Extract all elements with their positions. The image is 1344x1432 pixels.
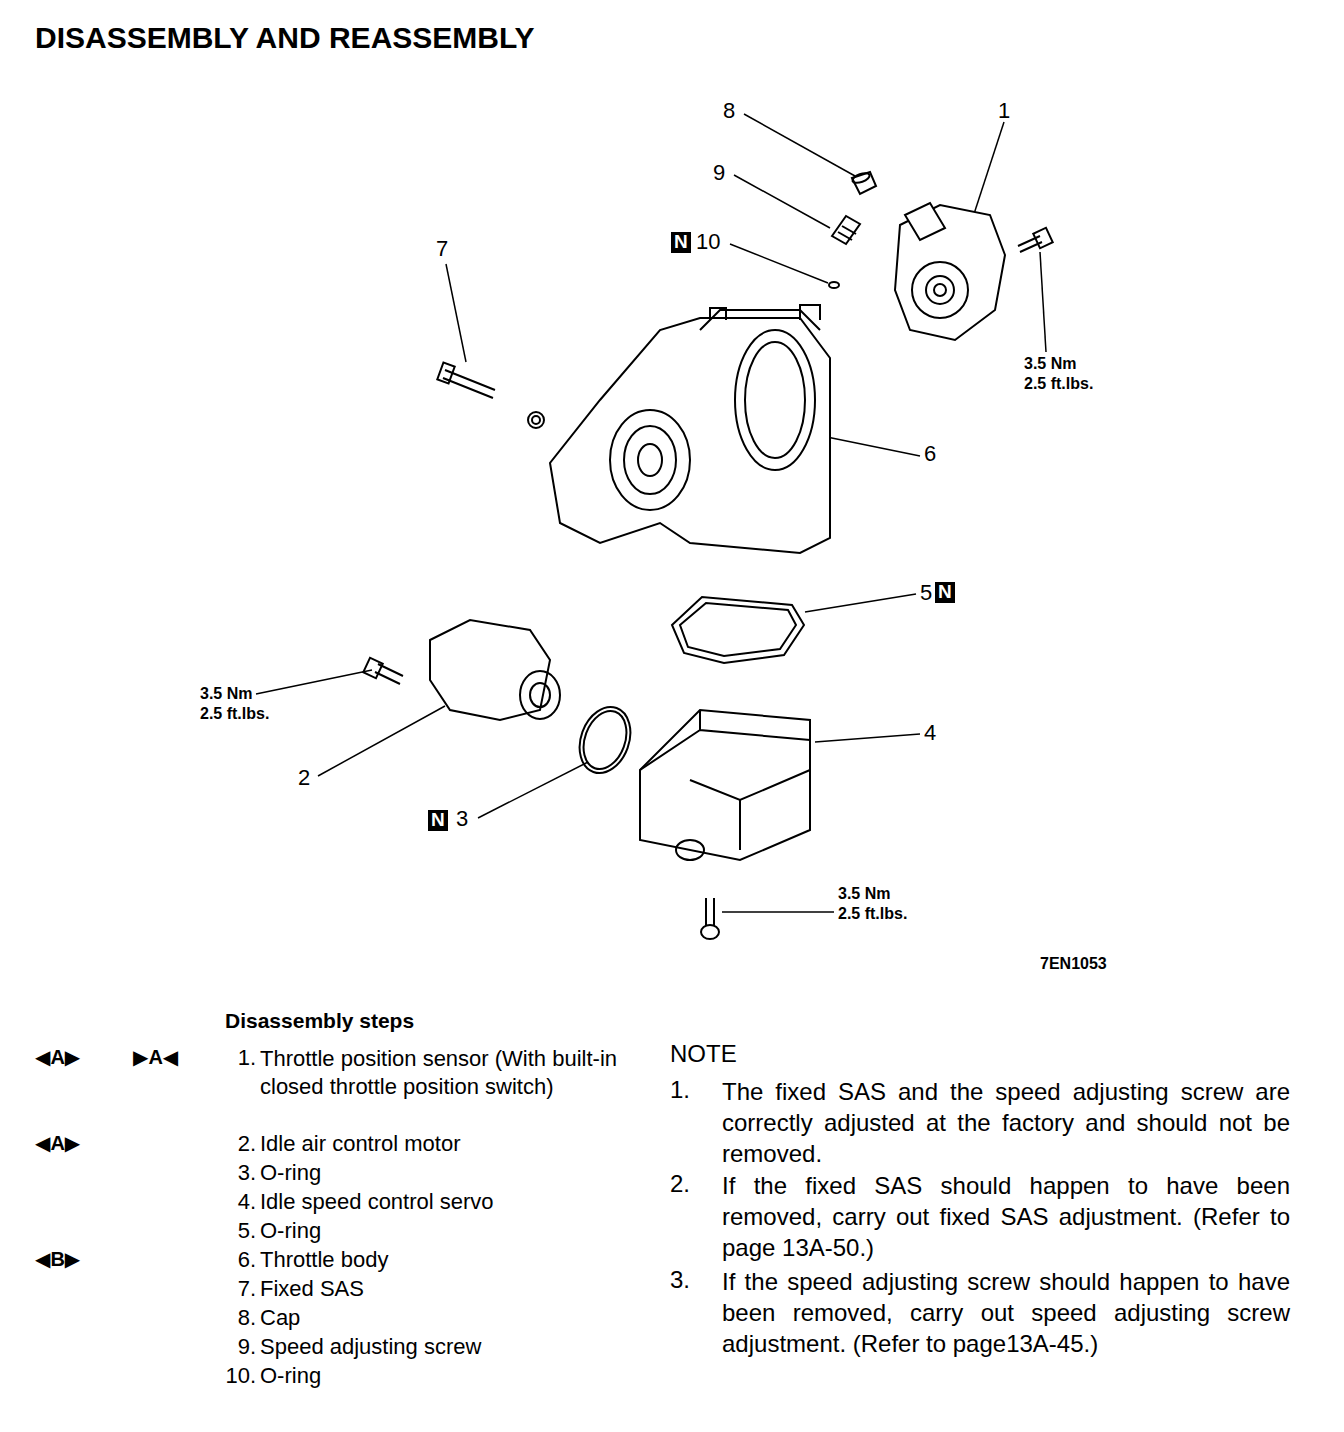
step-number: 9. [218, 1334, 256, 1360]
callout-number: 4 [924, 720, 936, 746]
step-number: 3. [218, 1160, 256, 1186]
step-text: O-ring [260, 1160, 321, 1186]
step-text: Throttle body [260, 1247, 388, 1273]
callout-number: 1 [998, 98, 1010, 124]
step-number: 4. [218, 1189, 256, 1215]
service-mark: ◀A▶ [35, 1131, 80, 1155]
new-part-mark: N [935, 582, 955, 603]
note-number: 1. [670, 1076, 690, 1105]
o-ring [571, 700, 639, 780]
step-number: 2. [218, 1131, 256, 1157]
step-text: O-ring [260, 1218, 321, 1244]
service-mark: ▶A◀ [133, 1045, 178, 1069]
bolt [363, 658, 403, 684]
step-text: Cap [260, 1305, 300, 1331]
page-title: DISASSEMBLY AND REASSEMBLY [35, 20, 535, 56]
note-text: If the speed adjusting screw should happ… [722, 1266, 1290, 1360]
list-heading: Disassembly steps [225, 1008, 414, 1033]
step-number: 5. [218, 1218, 256, 1244]
note-number: 3. [670, 1266, 690, 1295]
note-text: The fixed SAS and the speed adjusting sc… [722, 1076, 1290, 1170]
callout-number: 6 [924, 441, 936, 467]
torque-value: 2.5 ft.lbs. [200, 704, 269, 723]
o-ring [829, 282, 839, 288]
note-heading: NOTE [670, 1040, 737, 1069]
cap [851, 171, 876, 194]
step-text: Idle speed control servo [260, 1189, 494, 1215]
throttle-position-sensor [895, 203, 1005, 340]
note-text: If the fixed SAS should happen to have b… [722, 1170, 1290, 1264]
speed-adjusting-screw [832, 216, 860, 244]
torque-value: 3.5 Nm [1024, 354, 1076, 373]
step-text: O-ring [260, 1363, 321, 1389]
new-part-mark: N [428, 810, 448, 831]
torque-value: 3.5 Nm [200, 684, 252, 703]
callout-number: 9 [713, 160, 725, 186]
service-mark: ◀B▶ [35, 1247, 80, 1271]
torque-value: 2.5 ft.lbs. [838, 904, 907, 923]
step-text: Throttle position sensor (With built-in … [260, 1045, 632, 1101]
callout-number: 5 [920, 580, 932, 606]
figure-code: 7EN1053 [1040, 954, 1107, 973]
step-number: 10. [218, 1363, 256, 1389]
idle-speed-control-servo [640, 710, 810, 860]
step-text: Fixed SAS [260, 1276, 364, 1302]
step-text: Speed adjusting screw [260, 1334, 481, 1360]
throttle-body [550, 305, 830, 553]
gasket [672, 597, 804, 663]
fixed-sas [437, 362, 544, 428]
bolt [701, 898, 719, 939]
step-number: 1. [218, 1045, 256, 1071]
callout-number: 8 [723, 98, 735, 124]
service-mark: ◀A▶ [35, 1045, 80, 1069]
leader-lines [256, 114, 1046, 912]
callout-number: 7 [436, 236, 448, 262]
note-number: 2. [670, 1170, 690, 1199]
callout-number: 3 [456, 806, 468, 832]
torque-value: 2.5 ft.lbs. [1024, 374, 1093, 393]
torque-value: 3.5 Nm [838, 884, 890, 903]
step-number: 8. [218, 1305, 256, 1331]
callout-number: 2 [298, 765, 310, 791]
step-text: Idle air control motor [260, 1131, 461, 1157]
idle-air-control-motor [430, 620, 560, 720]
step-number: 7. [218, 1276, 256, 1302]
step-number: 6. [218, 1247, 256, 1273]
callout-number: 10 [696, 229, 720, 255]
new-part-mark: N [671, 232, 691, 253]
bolt [1018, 228, 1053, 252]
